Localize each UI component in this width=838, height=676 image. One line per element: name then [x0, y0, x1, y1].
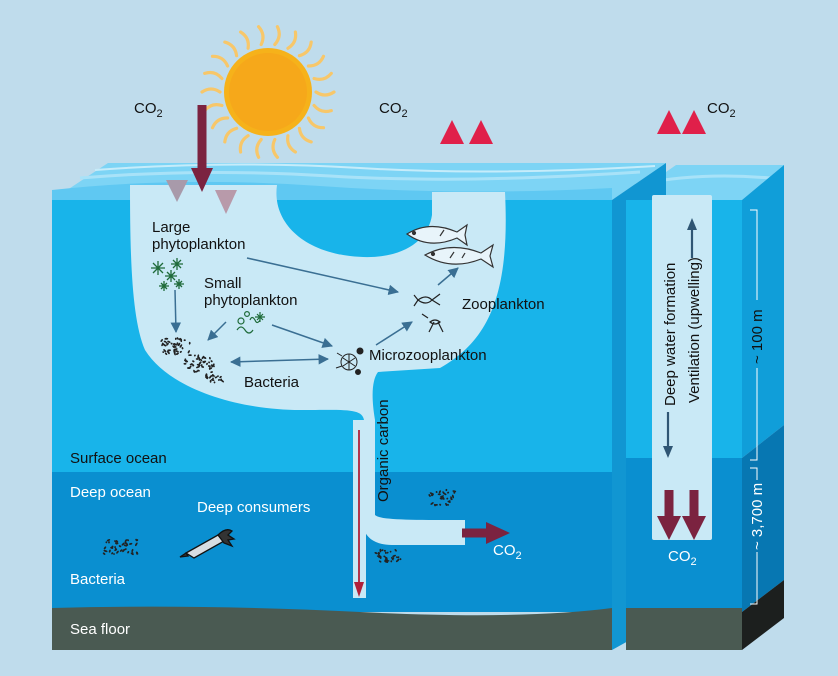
organic-carbon-label: Organic carbon — [375, 399, 392, 502]
labels: CO2 CO2 CO2 CO2 CO2 Large phytoplankton … — [70, 100, 766, 638]
depth-scale — [750, 209, 758, 605]
surface-ocean-label: Surface ocean — [70, 450, 167, 467]
vertical-exchange-channel — [652, 195, 712, 540]
vertical-flow-arrows — [663, 218, 697, 458]
deep-water-formation-label: Deep water formation — [662, 263, 679, 406]
co2-label-right: CO2 — [707, 100, 736, 120]
right-ocean-block — [612, 163, 784, 650]
sea-floor-layer — [52, 606, 612, 650]
co2-label-organic-out: CO2 — [493, 542, 522, 562]
fish-icon — [405, 223, 495, 269]
squid-icon — [179, 529, 236, 559]
sun-icon — [200, 25, 336, 159]
right-upwelling-arrows — [657, 110, 706, 190]
co2-label-left: CO2 — [134, 100, 163, 120]
small-phytoplankton-label: Small phytoplankton — [204, 275, 297, 309]
ventilation-label: Ventilation (upwelling) — [686, 257, 703, 403]
deep-ocean-layer — [52, 472, 612, 612]
co2-label-bottom-right: CO2 — [668, 548, 697, 568]
large-phytoplankton-label: Large phytoplankton — [152, 219, 245, 253]
microzooplankton-icon — [335, 347, 364, 375]
deep-consumers-label: Deep consumers — [197, 499, 310, 516]
small-phytoplankton-icon — [236, 311, 265, 334]
bacteria-surface-label: Bacteria — [244, 374, 300, 391]
bacteria-deep-label: Bacteria — [70, 571, 126, 588]
microzooplankton-label: Microzooplankton — [369, 347, 487, 364]
co2-outgassing-arrows — [440, 120, 493, 210]
co2-label-middle: CO2 — [379, 100, 408, 120]
carbon-sink-arrow — [354, 430, 364, 597]
depth-100-label: ~ 100 m — [749, 309, 766, 364]
surface-bacteria-icon — [160, 337, 225, 384]
right-downwelling-arrows — [657, 490, 706, 540]
zooplankton-icon — [413, 293, 444, 333]
food-web-arrows — [170, 257, 459, 367]
deep-bacteria-icon — [102, 488, 457, 563]
depth-3700-label: ~ 3,700 m — [749, 483, 766, 550]
deep-ocean-label: Deep ocean — [70, 484, 151, 501]
sea-floor-label: Sea floor — [70, 621, 130, 638]
co2-organic-release-arrow — [462, 522, 510, 544]
co2-uptake-arrows — [166, 105, 237, 214]
zooplankton-label: Zooplankton — [462, 296, 545, 313]
large-phytoplankton-icon — [151, 258, 184, 291]
